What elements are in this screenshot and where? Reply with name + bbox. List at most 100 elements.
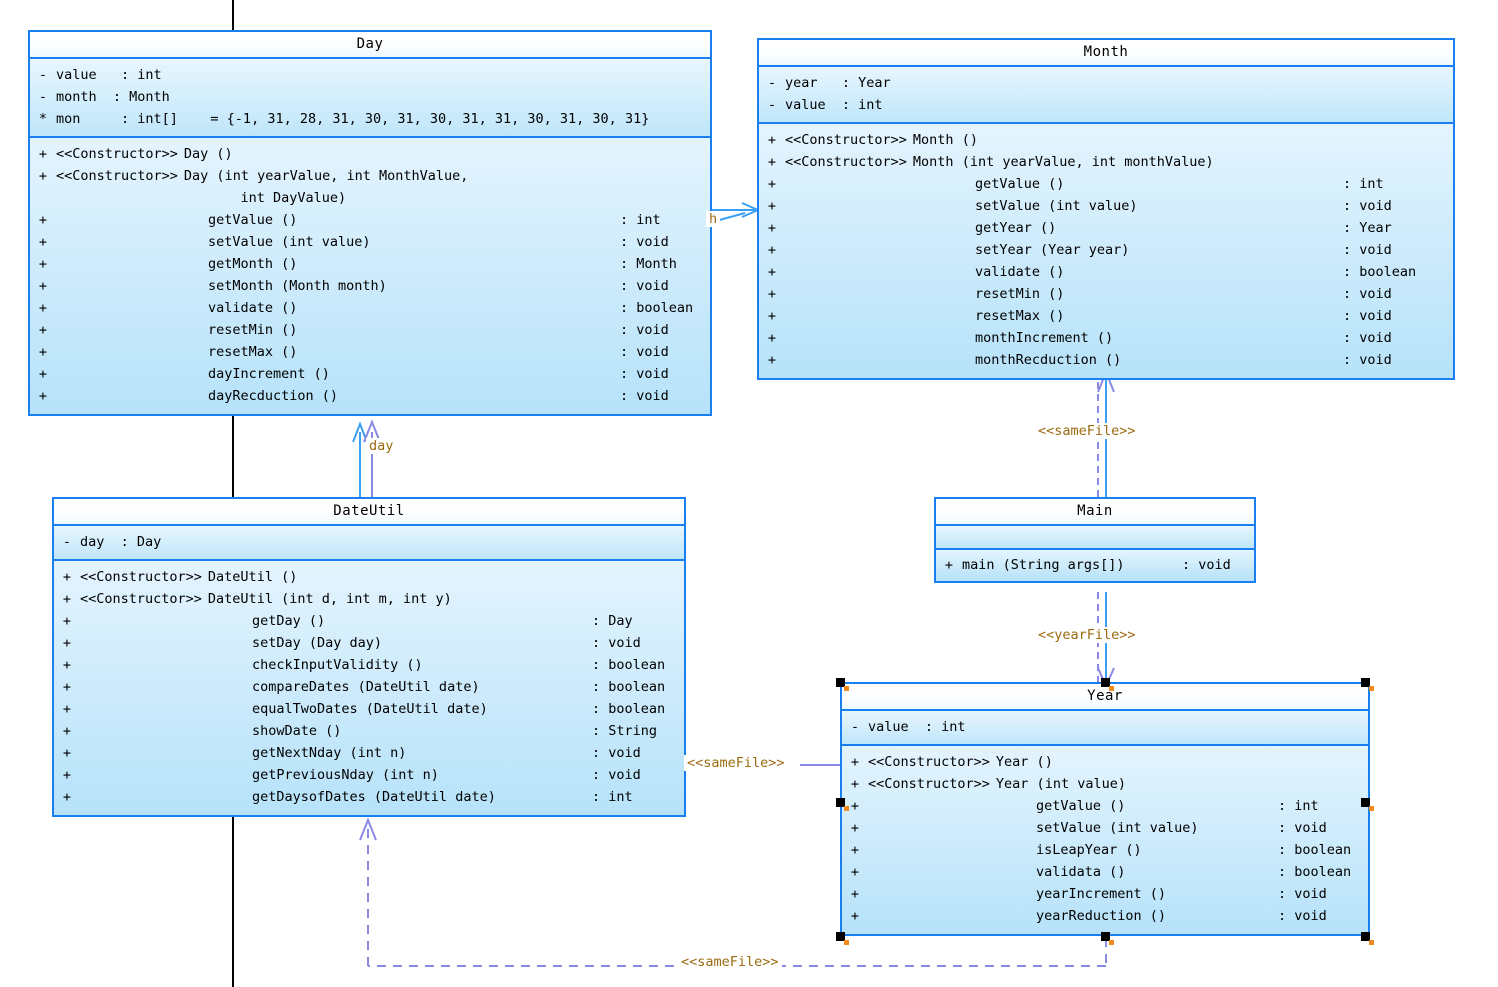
operation-signature: setMonth (Month month) xyxy=(208,278,387,294)
operation-stereotype xyxy=(56,385,202,407)
class-box-day[interactable]: Day - value : int - month : Month * mon … xyxy=(28,30,712,416)
operation-stereotype: <<Constructor>> xyxy=(80,591,202,607)
selection-handle-bottom-left[interactable] xyxy=(836,932,849,945)
visibility-marker: + xyxy=(850,798,860,814)
operation-stereotype xyxy=(868,905,1036,927)
operation-signature: int DayValue) xyxy=(208,190,347,206)
operation-signature: getDaysofDates (DateUtil date) xyxy=(252,789,496,805)
visibility-marker: + xyxy=(38,212,48,228)
operation-stereotype xyxy=(56,341,202,363)
operation-stereotype xyxy=(868,861,1036,883)
operation-stereotype: <<Constructor>> xyxy=(56,168,178,184)
operation-return-type: : void xyxy=(1343,308,1392,324)
class-box-month[interactable]: Month - year : Year - value : int + <<Co… xyxy=(757,38,1455,380)
attribute-row: - value : int xyxy=(759,94,1453,116)
operation-row: + compareDates (DateUtil date) : boolean xyxy=(54,676,684,698)
visibility-marker: + xyxy=(767,308,777,324)
operation-signature: setValue (int value) xyxy=(1036,820,1199,836)
operation-stereotype xyxy=(785,305,975,327)
attribute-row: - year : Year xyxy=(759,72,1453,94)
visibility-marker: + xyxy=(62,723,72,739)
operation-return-type: : int xyxy=(592,789,633,805)
operation-stereotype: <<Constructor>> xyxy=(785,132,907,148)
class-box-dateutil[interactable]: DateUtil - day : Day + <<Constructor>> D… xyxy=(52,497,686,817)
selection-handle-middle-left[interactable] xyxy=(836,798,849,811)
class-attributes-month: - year : Year - value : int xyxy=(759,67,1453,124)
operation-signature: validate () xyxy=(208,300,298,316)
selection-handle-top-right[interactable] xyxy=(1361,678,1374,691)
operation-stereotype xyxy=(785,327,975,349)
operation-row: + main (String args[]) : void xyxy=(936,554,1254,576)
class-attributes-year: - value : int xyxy=(842,711,1368,746)
operation-signature: showDate () xyxy=(252,723,342,739)
selection-handle-bottom-center[interactable] xyxy=(1101,932,1114,945)
operation-signature: main (String args[]) xyxy=(962,557,1125,573)
attribute-row: - month : Month xyxy=(30,86,710,108)
operation-return-type xyxy=(620,187,710,209)
operation-row: + setYear (Year year) : void xyxy=(759,239,1453,261)
operation-signature: Day () xyxy=(183,146,233,162)
visibility-marker: + xyxy=(62,679,72,695)
class-box-main[interactable]: Main + main (String args[]) : void xyxy=(934,497,1256,583)
operation-return-type: : boolean xyxy=(1343,264,1417,280)
operation-return-type: : void xyxy=(592,745,641,761)
visibility-marker: + xyxy=(62,613,72,629)
operation-stereotype: <<Constructor>> xyxy=(80,569,202,585)
connector-label-dateutil-year: <<sameFile>> xyxy=(684,755,788,771)
visibility-marker: + xyxy=(850,776,860,792)
operation-row: + setDay (Day day) : void xyxy=(54,632,684,654)
visibility-marker: + xyxy=(38,300,48,316)
operation-row: + <<Constructor>> DateUtil (int d, int m… xyxy=(54,588,684,610)
operation-stereotype xyxy=(80,742,252,764)
operation-return-type: : void xyxy=(1343,286,1392,302)
operation-return-type xyxy=(1278,773,1368,795)
visibility-marker: + xyxy=(767,154,777,170)
operation-stereotype: <<Constructor>> xyxy=(868,776,990,792)
visibility-marker: + xyxy=(38,146,48,162)
operation-row: + getYear () : Year xyxy=(759,217,1453,239)
selection-handle-middle-right[interactable] xyxy=(1361,798,1374,811)
operation-return-type: : int xyxy=(1343,176,1384,192)
selection-handle-top-left[interactable] xyxy=(836,678,849,691)
connector-dateutil-day xyxy=(352,419,381,497)
operation-return-type: : void xyxy=(620,388,669,404)
class-operations-year: + <<Constructor>> Year () + <<Constructo… xyxy=(842,746,1368,934)
operation-row: + resetMin () : void xyxy=(30,319,710,341)
operation-return-type: : void xyxy=(1343,330,1392,346)
attribute-row: * mon : int[] = {-1, 31, 28, 31, 30, 31,… xyxy=(30,108,710,130)
visibility-marker: + xyxy=(850,908,860,924)
operation-signature: resetMin () xyxy=(208,322,298,338)
operation-signature: setValue (int value) xyxy=(208,234,371,250)
class-operations-month: + <<Constructor>> Month () + <<Construct… xyxy=(759,124,1453,378)
operation-row: + setValue (int value) : void xyxy=(30,231,710,253)
class-title-dateutil: DateUtil xyxy=(54,499,684,526)
operation-signature: getNextNday (int n) xyxy=(252,745,407,761)
class-box-year[interactable]: Year - value : int + <<Constructor>> Yea… xyxy=(840,682,1370,936)
operation-stereotype xyxy=(80,610,252,632)
operation-stereotype xyxy=(868,839,1036,861)
operation-signature: getDay () xyxy=(252,613,326,629)
operation-row: + setValue (int value) : void xyxy=(842,817,1368,839)
visibility-marker: + xyxy=(38,256,48,272)
operation-row: + getDay () : Day xyxy=(54,610,684,632)
operation-row: + getMonth () : Month xyxy=(30,253,710,275)
connector-label-year-dateutil-bottom: <<sameFile>> xyxy=(678,954,782,970)
selection-handle-bottom-right[interactable] xyxy=(1361,932,1374,945)
visibility-marker: + xyxy=(767,352,777,368)
operation-signature: getValue () xyxy=(208,212,298,228)
operation-signature: checkInputValidity () xyxy=(252,657,423,673)
visibility-marker: * xyxy=(38,111,48,127)
operation-stereotype xyxy=(56,275,202,297)
operation-signature: getValue () xyxy=(1036,798,1126,814)
visibility-marker: + xyxy=(767,264,777,280)
operation-signature: Month () xyxy=(912,132,978,148)
operation-signature: getYear () xyxy=(975,220,1057,236)
operation-row: + getPreviousNday (int n) : void xyxy=(54,764,684,786)
selection-handle-top-center[interactable] xyxy=(1101,678,1114,691)
attribute-signature: year : Year xyxy=(785,75,891,91)
operation-signature: getPreviousNday (int n) xyxy=(252,767,439,783)
class-operations-main: + main (String args[]) : void xyxy=(936,550,1254,581)
visibility-marker: + xyxy=(850,886,860,902)
operation-return-type xyxy=(1278,751,1368,773)
operation-stereotype xyxy=(56,187,202,209)
